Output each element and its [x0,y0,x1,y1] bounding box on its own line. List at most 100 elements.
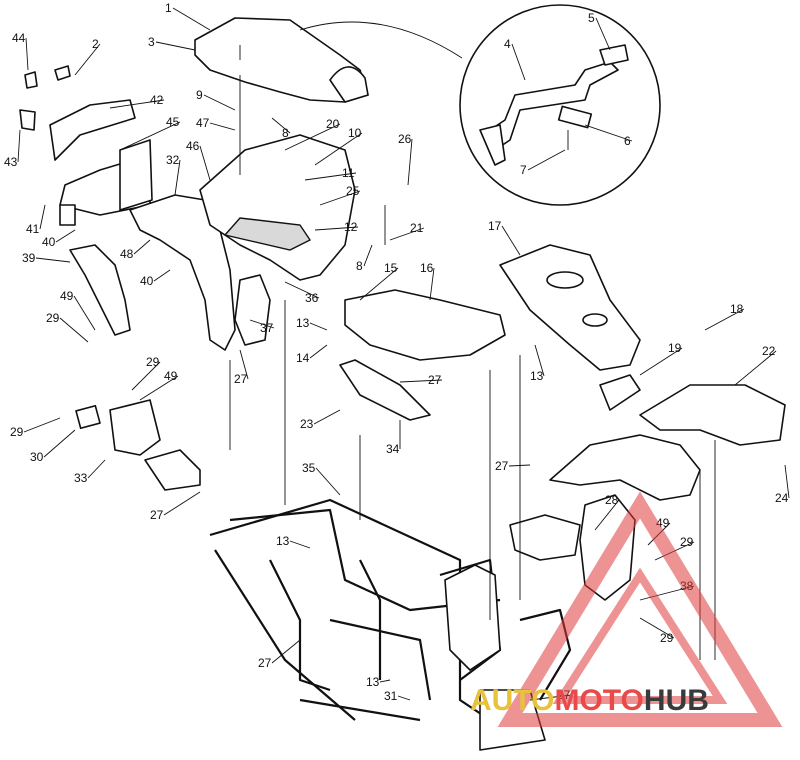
callout-leader [43,429,76,458]
rear-fender [69,134,356,351]
callout-part-42: 42 [150,93,164,107]
callout-leader [249,319,275,329]
callout-part-24: 24 [775,491,789,505]
callout-part-10: 10 [348,126,362,140]
callout-leader [501,225,521,256]
callout-part-30: 30 [30,450,44,464]
callout-part-9: 9 [196,88,203,102]
callout-part-40: 40 [140,274,154,288]
main-frame [209,498,572,751]
callout-leader [399,379,443,383]
callout-part-12: 12 [344,220,358,234]
footrests [75,399,636,601]
callout-leader [139,375,179,401]
callout-part-8: 8 [356,259,363,273]
callout-part-29: 29 [146,355,160,369]
callout-leader [271,117,291,134]
callout-part-31: 31 [384,689,398,703]
callout-part-2: 2 [92,37,99,51]
callout-leader [209,122,236,131]
callout-leader [289,540,311,549]
callout-part-8: 8 [282,126,289,140]
callout-leader [508,464,531,467]
callout-leader [23,417,61,433]
callout-part-15: 15 [384,261,398,275]
callout-leader [239,349,249,380]
callout-part-11: 11 [342,166,355,180]
callout-part-41: 41 [26,222,40,236]
callout-leader [35,257,71,263]
callout-leader [153,269,171,282]
callout-part-26: 26 [398,132,412,146]
callout-leader [304,172,357,181]
callout-leader [363,244,373,267]
callout-leader [313,409,341,425]
callout-leader [584,124,633,142]
callout-leader [534,344,545,377]
callout-part-7: 7 [520,163,527,177]
callout-part-18: 18 [730,302,744,316]
callout-leader [73,295,96,331]
callout-leader [284,281,320,299]
callout-leader [271,639,301,664]
callout-part-3: 3 [148,35,155,49]
callout-part-39: 39 [22,251,36,265]
callout-part-16: 16 [420,261,434,275]
left-storage-box [19,65,153,226]
callout-leader [407,138,413,186]
callout-leader [109,99,165,109]
callout-leader [25,37,29,71]
callout-leader [203,94,236,111]
callout-leader [511,43,526,81]
callout-leader [39,204,46,230]
callout-part-29: 29 [660,631,674,645]
callout-leader [315,467,341,496]
callout-leader [704,308,745,331]
callout-leader [119,121,181,151]
callout-part-14: 14 [296,351,310,365]
callout-leader [319,190,361,206]
callout-part-6: 6 [624,134,631,148]
callout-leader [55,229,76,243]
callout-part-46: 46 [186,139,200,153]
callout-part-23: 23 [300,417,314,431]
callout-leader [359,267,399,301]
callout-part-29: 29 [46,311,60,325]
callout-part-13: 13 [276,534,290,548]
callout-leader [314,226,359,231]
callout-leader [199,145,211,181]
callout-leader [172,7,211,31]
callout-leader [309,322,328,331]
callout-part-37: 37 [260,321,274,335]
callout-part-1: 1 [165,1,172,15]
callout-part-40: 40 [42,235,56,249]
callout-part-27: 27 [495,459,509,473]
callout-part-29: 29 [10,425,24,439]
callout-part-45: 45 [166,115,180,129]
callout-part-27: 27 [234,372,248,386]
callout-part-48: 48 [120,247,134,261]
watermark-auto: AUTOMOTOHUB [470,684,709,717]
callout-leader [74,43,101,76]
callout-leader [397,695,411,701]
callout-part-4: 4 [504,37,511,51]
callout-part-35: 35 [302,461,316,475]
callout-part-34: 34 [386,442,400,456]
callout-part-32: 32 [166,153,180,167]
front-panels [339,244,641,421]
callout-part-43: 43 [4,155,18,169]
callout-leader [163,491,201,516]
callout-leader [784,464,790,499]
callout-leader [174,159,181,196]
callout-part-13: 13 [530,369,544,383]
callout-leader [429,267,435,301]
detail-inset [299,4,661,206]
front-fenders [549,384,786,501]
callout-leader [309,344,328,359]
callout-leader [59,317,89,343]
callout-part-13: 13 [366,675,380,689]
callout-leader [594,499,620,531]
callout-part-20: 20 [326,117,340,131]
